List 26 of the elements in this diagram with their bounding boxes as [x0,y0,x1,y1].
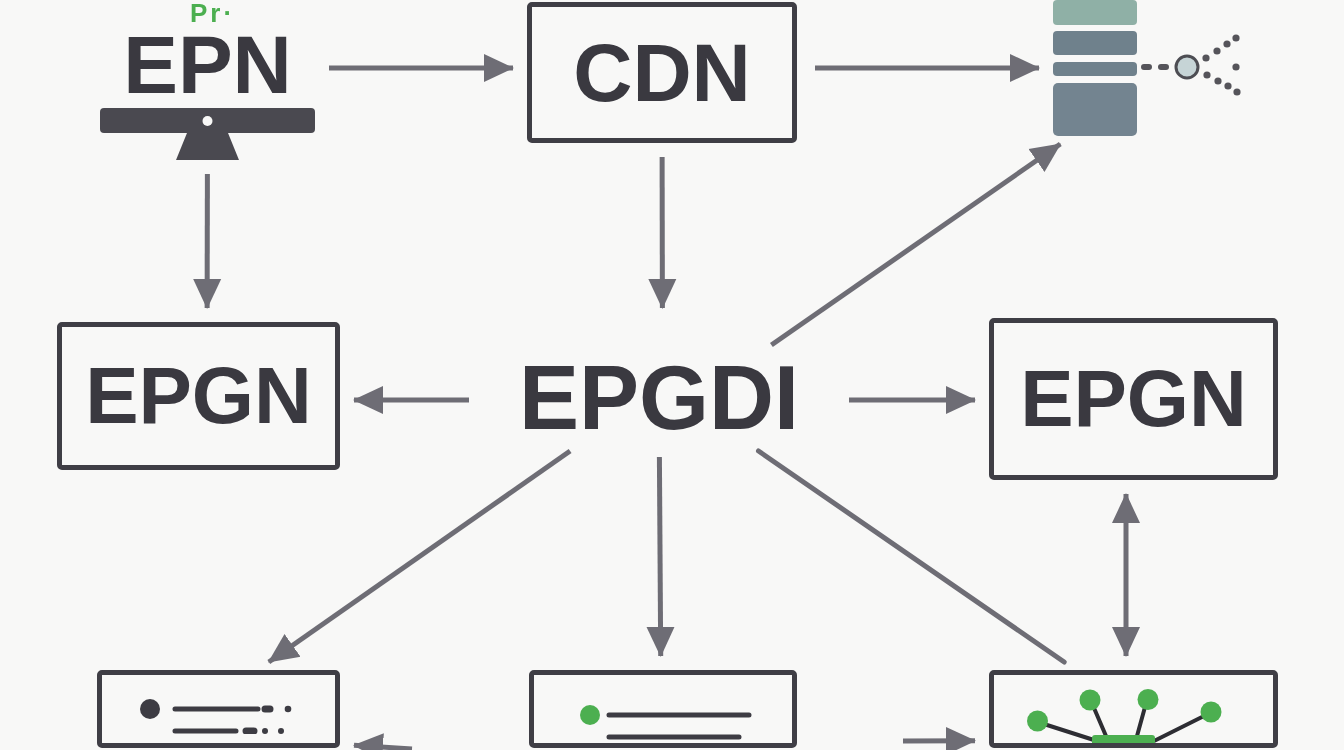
node-label: EPN [123,24,292,106]
arrow [193,174,222,309]
node-label: EPGDI [483,353,835,443]
arrow [267,448,572,665]
process-box [989,318,1278,480]
card-box [97,670,340,748]
arrow [353,733,413,750]
node-label: EPGN [1020,359,1247,439]
connector-line [756,448,1067,665]
process-box [57,322,340,470]
arrow [1112,493,1140,657]
arrow [329,54,514,82]
server-network-icon [1053,0,1241,136]
card-box [529,670,797,748]
node-label: CDN [573,31,751,114]
arrow [353,385,469,414]
card-box [989,670,1278,748]
node-label: EPGN [85,356,312,436]
arrow [646,457,675,657]
arrow [769,141,1062,348]
arrow [815,54,1040,82]
process-box [527,2,797,143]
arrow [849,385,976,414]
arrow [903,726,976,750]
arrow [648,157,677,309]
node-caption: Pr· [190,0,236,26]
